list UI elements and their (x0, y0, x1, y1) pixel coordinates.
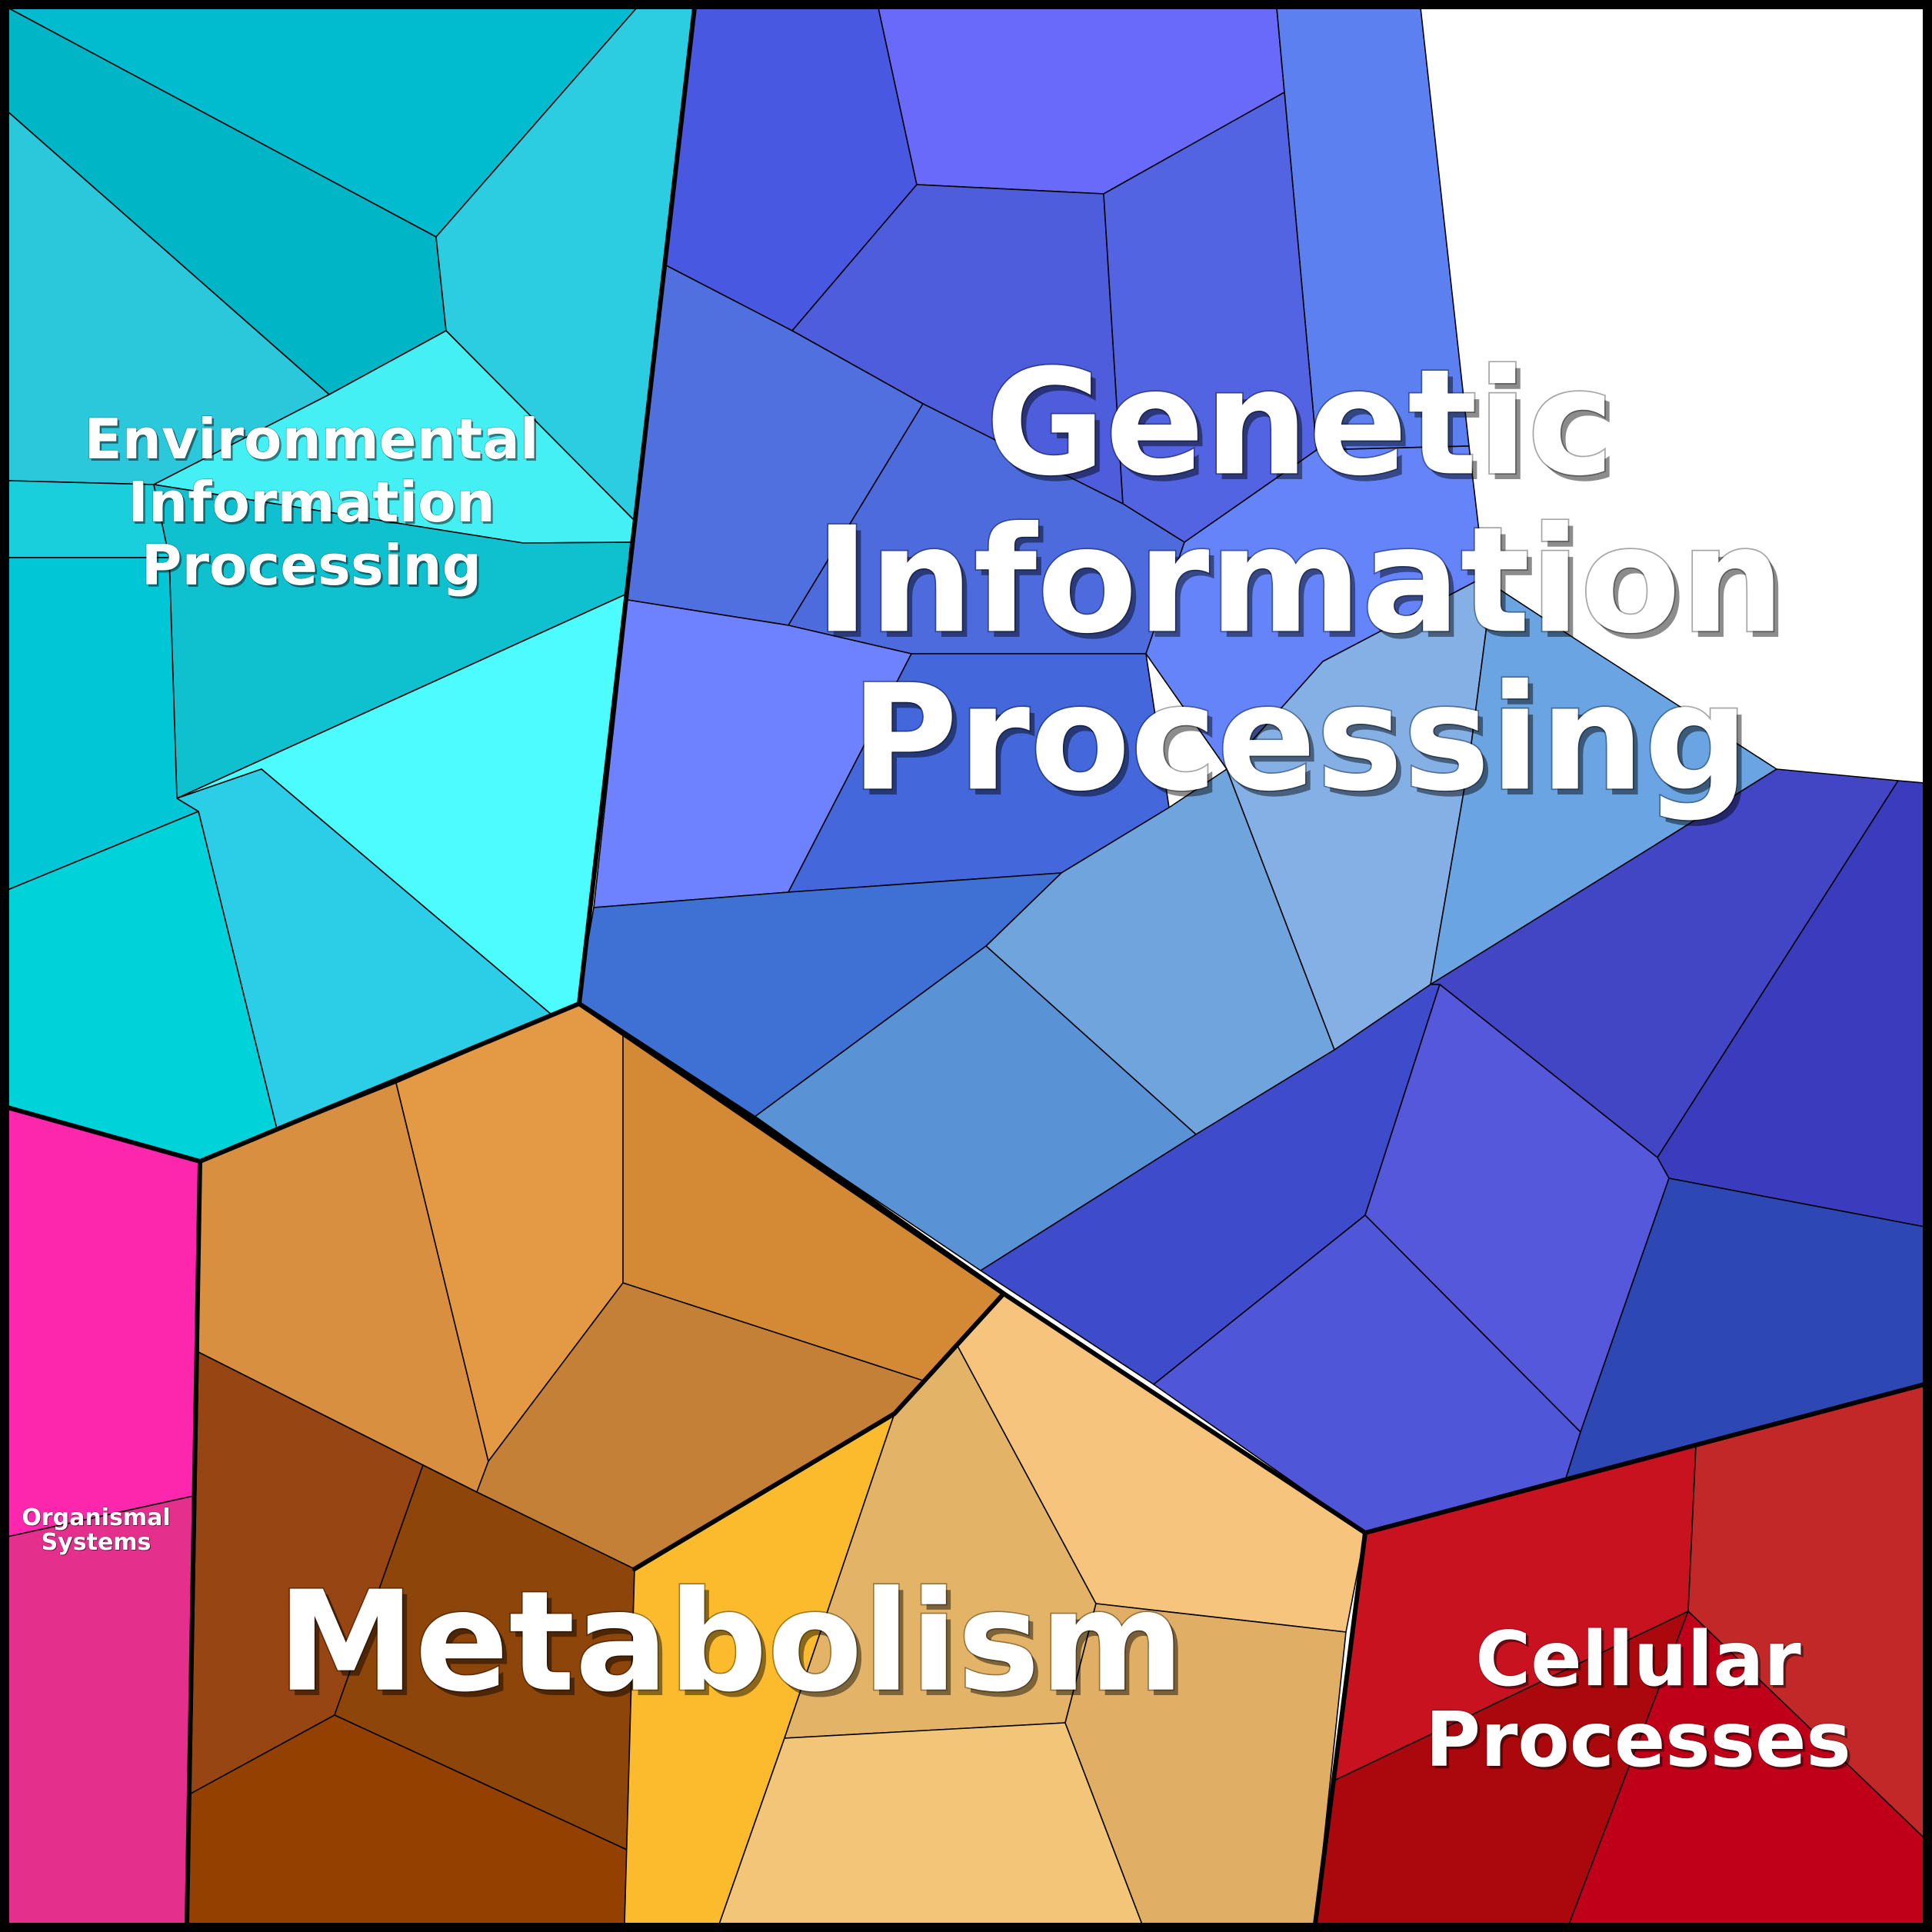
region-organismal (7, 1107, 201, 1925)
region-metabolism (186, 1003, 1366, 1925)
label-environmental-line-2: Processing (142, 533, 481, 598)
label-shadow-genetic: Information (820, 501, 1790, 671)
label-shadow-genetic: Processing (856, 659, 1754, 829)
region-boundaries (5, 5, 1927, 1927)
label-shadow-cellular: Cellular (1478, 1619, 1804, 1707)
label-genetic-line-1: Information (815, 495, 1785, 665)
label-organismal-line-0: Organismal (22, 1504, 170, 1531)
label-shadow-environmental: Information (130, 472, 498, 537)
label-metabolism-line-0: Metabolism (277, 1562, 1184, 1723)
org-cell (7, 1107, 201, 1537)
label-environmental-line-1: Information (128, 470, 495, 535)
category-labels: EnvironmentalEnvironmentalInformationInf… (22, 337, 1854, 1787)
label-environmental-line-0: Environmental (84, 407, 538, 471)
label-genetic-line-2: Processing (851, 653, 1749, 823)
region-cellular (1314, 1384, 1925, 1925)
region-environmental (7, 7, 695, 1162)
label-genetic-line-0: Genetic (985, 338, 1614, 508)
label-shadow-genetic: Genetic (991, 344, 1620, 514)
label-shadow-environmental: Environmental (86, 409, 541, 474)
label-cellular-line-1: Processes (1425, 1697, 1851, 1784)
label-shadow-metabolism: Metabolism (282, 1567, 1189, 1728)
org-cell (7, 1495, 195, 1925)
label-shadow-organismal: Systems (42, 1530, 152, 1557)
region-genetic (578, 7, 1925, 1534)
label-organismal-line-1: Systems (42, 1529, 152, 1556)
label-shadow-organismal: Organismal (22, 1505, 171, 1532)
label-cellular-line-0: Cellular (1475, 1616, 1801, 1704)
label-shadow-cellular: Processes (1428, 1700, 1854, 1787)
label-shadow-environmental: Processing (143, 535, 483, 600)
